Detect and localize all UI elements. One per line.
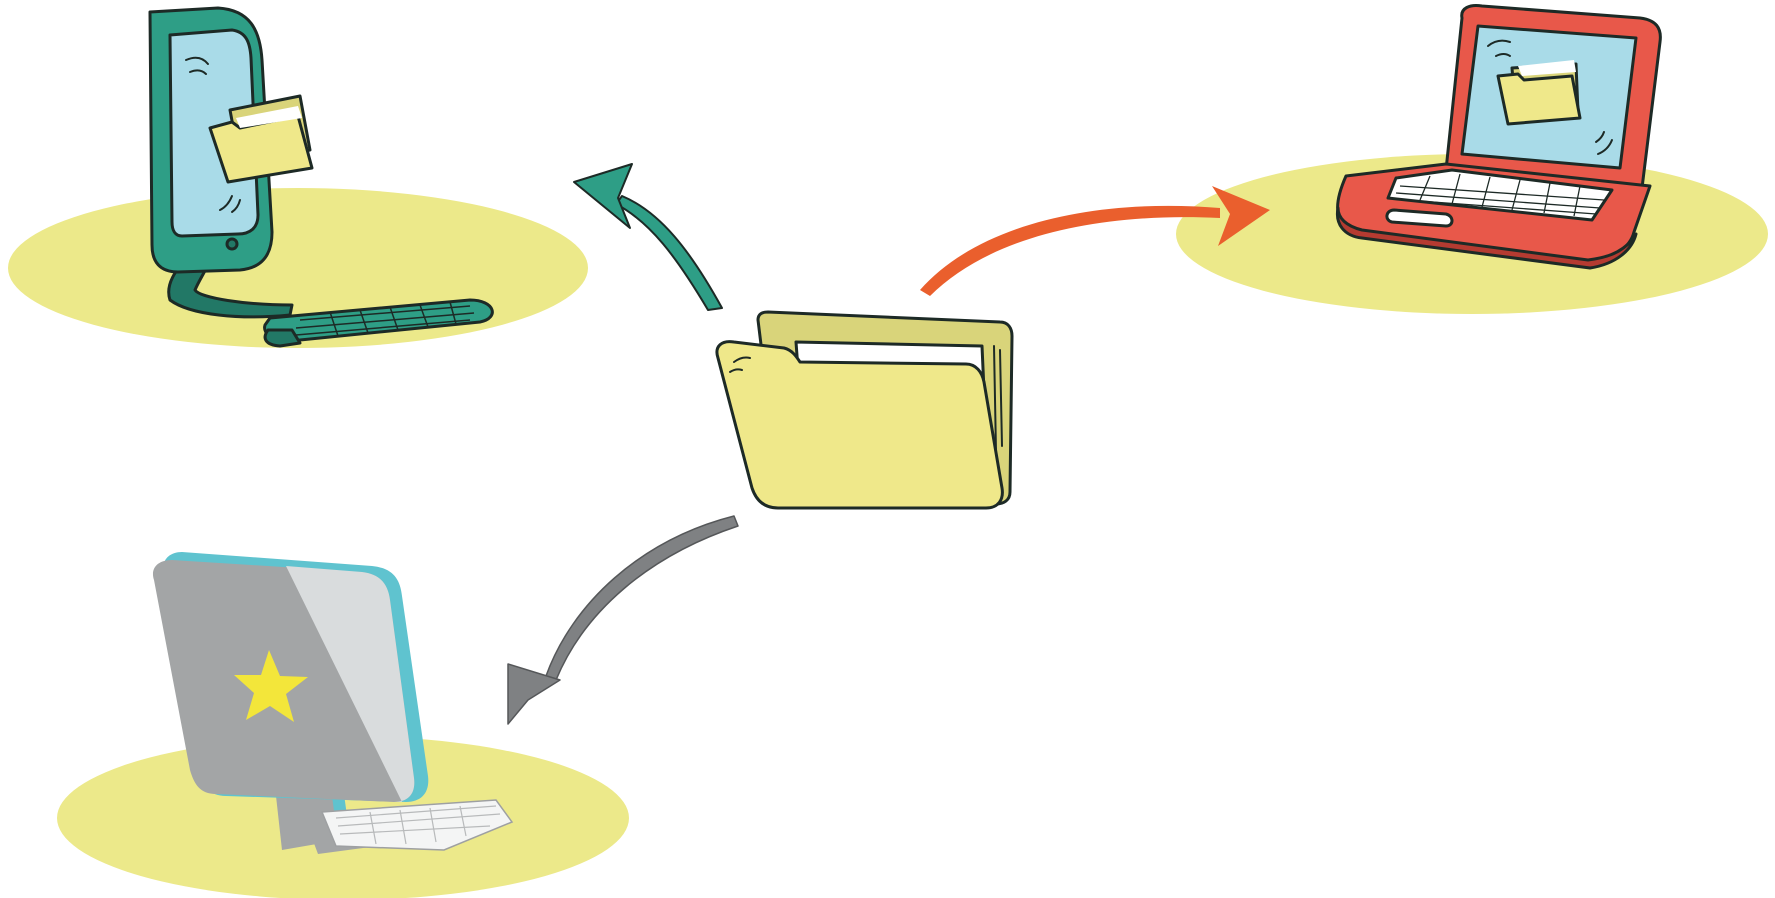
trackpad	[1385, 208, 1454, 228]
star-logo-icon	[234, 650, 308, 722]
arrow-icon	[573, 163, 723, 311]
red-laptop-icon	[1335, 4, 1662, 270]
keyboard-icon	[263, 298, 494, 348]
folder-icon	[208, 94, 314, 184]
gray-desktop-icon	[152, 552, 514, 854]
arrow-icon	[507, 515, 739, 725]
keyboard-icon	[320, 799, 514, 851]
teal-monitor-icon	[148, 6, 494, 348]
folder-icon	[1496, 60, 1582, 126]
folder-icon	[715, 310, 1014, 510]
arrow-icon	[920, 186, 1270, 296]
